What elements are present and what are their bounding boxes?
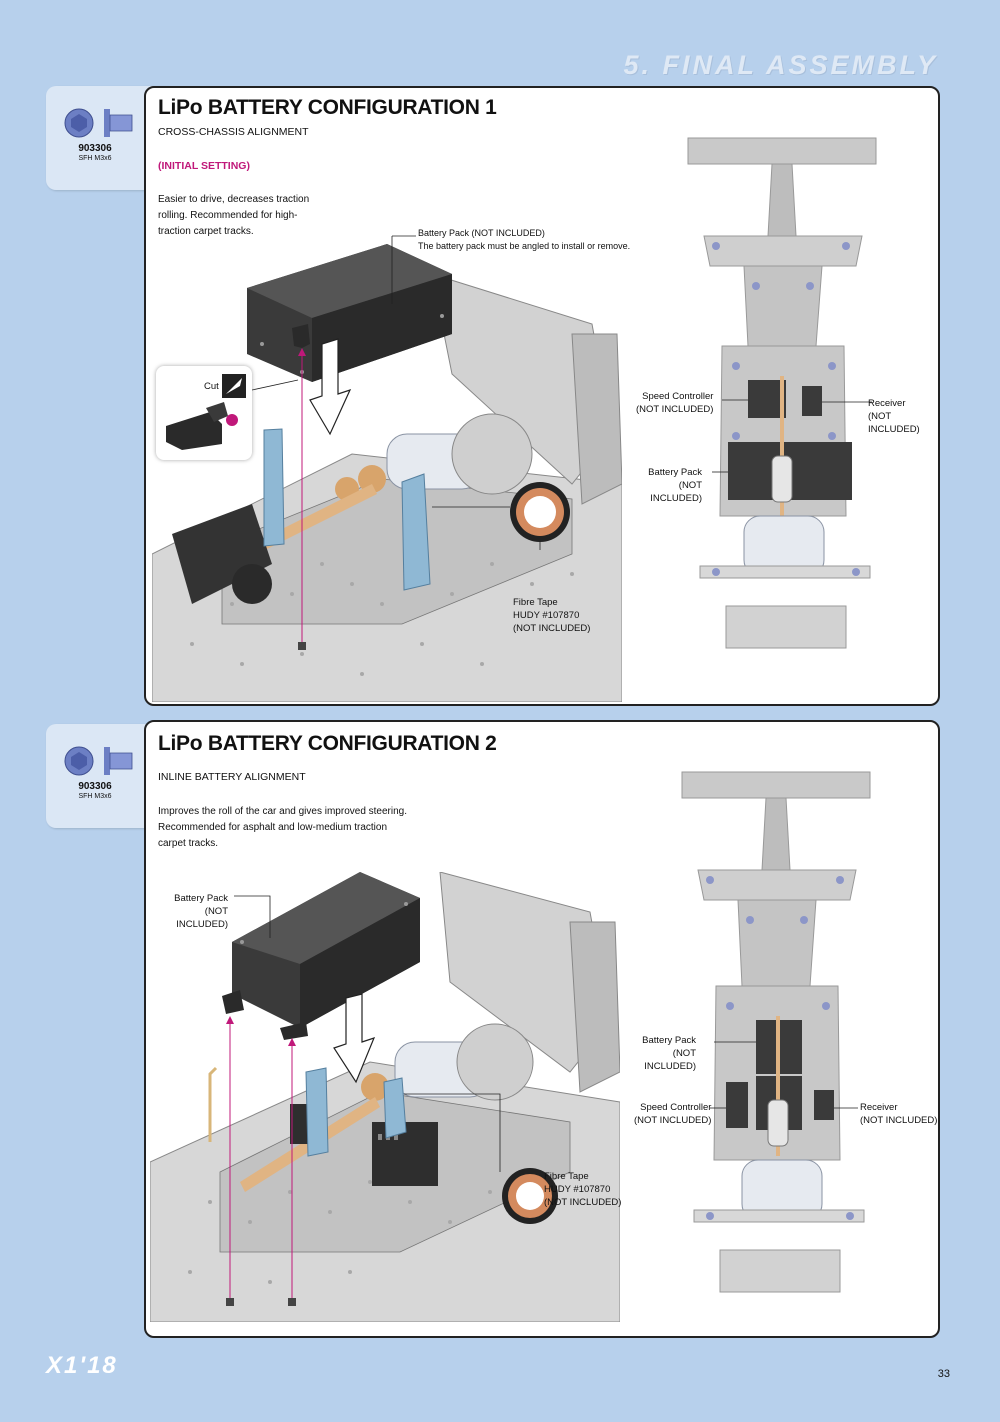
config1-battery2-label: Battery Pack (NOT INCLUDED) (648, 467, 702, 504)
cut-detail-inset: Cut (156, 366, 252, 460)
part-desc: SFH M3x6 (78, 793, 112, 800)
product-logo: X1'18 (46, 1352, 118, 1379)
config2-battery-label: Battery Pack (NOT INCLUDED) (174, 893, 228, 930)
config2-speed-label: Speed Controller (NOT INCLUDED) (634, 1102, 712, 1126)
screw-icon (64, 108, 133, 138)
config2-battery2-label: Battery Pack (NOT INCLUDED) (642, 1035, 696, 1072)
part-code: 903306 (78, 781, 112, 792)
config2-fibre-label: Fibre Tape HUDY #107870 (NOT INCLUDED) (544, 1171, 622, 1208)
cut-icon (222, 374, 246, 398)
config1-title: LiPo BATTERY CONFIGURATION 1 (158, 96, 497, 119)
config1-assembly-illustration (152, 235, 622, 702)
config2-panel: LiPo BATTERY CONFIGURATION 2 INLINE BATT… (144, 720, 940, 1338)
config2-description: Improves the roll of the car and gives i… (158, 806, 408, 849)
config1-topview-chassis (687, 137, 877, 649)
config2-subtitle: INLINE BATTERY ALIGNMENT (158, 771, 306, 783)
screw-icon (64, 746, 133, 776)
config1-description: Easier to drive, decreases traction roll… (158, 194, 310, 237)
config2-title: LiPo BATTERY CONFIGURATION 2 (158, 732, 497, 755)
config1-speed-label: Speed Controller (NOT INCLUDED) (636, 391, 714, 415)
part-code: 903306 (78, 143, 112, 154)
config1-fibre-label: Fibre Tape HUDY #107870 (NOT INCLUDED) (513, 597, 591, 634)
config2-topview-chassis (681, 771, 871, 1293)
bracket-part-icon (166, 402, 238, 450)
config2-receiver-label: Receiver (NOT INCLUDED) (860, 1102, 938, 1126)
section-title: 5. FINAL ASSEMBLY (623, 50, 938, 80)
config1-panel: LiPo BATTERY CONFIGURATION 1 CROSS-CHASS… (144, 86, 940, 706)
part-desc: SFH M3x6 (78, 155, 112, 162)
cut-leader-line (252, 379, 299, 391)
cut-label: Cut (204, 381, 219, 392)
config1-note: (INITIAL SETTING) (158, 160, 250, 172)
page-number: 33 (937, 1368, 950, 1380)
config2-assembly-illustration (150, 872, 620, 1322)
config1-receiver-label: Receiver (NOT INCLUDED) (868, 398, 920, 435)
config1-battery-label: Battery Pack (NOT INCLUDED) The battery … (418, 228, 631, 251)
config1-subtitle: CROSS-CHASSIS ALIGNMENT (158, 126, 309, 138)
